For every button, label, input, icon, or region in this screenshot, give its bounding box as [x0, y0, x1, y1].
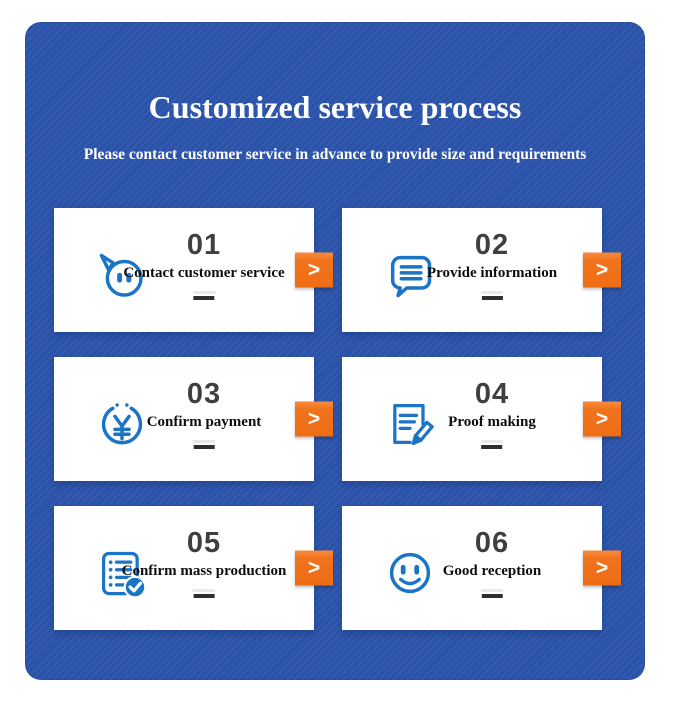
- dash-divider: [193, 296, 215, 301]
- ghost-dash: [193, 291, 215, 295]
- dash-divider: [193, 594, 215, 599]
- next-arrow-button[interactable]: >: [583, 401, 621, 437]
- next-arrow-button[interactable]: >: [295, 252, 333, 288]
- ghost-dash: [480, 291, 503, 295]
- message-bubble-icon: [384, 249, 436, 301]
- step-card-05: 05 Confirm mass production >: [54, 506, 333, 630]
- dash-divider: [481, 445, 503, 450]
- step-card-01: 01 Contact customer service >: [54, 208, 333, 332]
- next-arrow-button[interactable]: >: [295, 401, 333, 437]
- step-label: Confirm mass production: [121, 563, 287, 580]
- smiley-face-icon: [384, 547, 436, 599]
- dash-divider: [481, 594, 503, 599]
- step-label: Provide information: [426, 265, 558, 282]
- ghost-dash: [481, 440, 503, 444]
- step-card-06: 06 Good reception >: [342, 506, 621, 630]
- step-content: 02 Provide information: [426, 229, 558, 301]
- page-title: Customized service process: [148, 89, 522, 125]
- step-number: 05: [186, 527, 222, 559]
- step-number: 01: [186, 229, 222, 261]
- chat-face-icon: [96, 249, 148, 301]
- step-card-04: 04 Proof making >: [342, 357, 621, 481]
- yuan-coin-icon: [96, 398, 148, 450]
- step-label: Confirm payment: [146, 414, 262, 431]
- step-label: Good reception: [442, 563, 542, 580]
- step-number: 03: [186, 378, 222, 410]
- ghost-dash: [481, 589, 503, 593]
- step-number: 02: [474, 229, 510, 261]
- dash-divider: [481, 296, 503, 301]
- service-process-panel: Customized service process Please contac…: [25, 22, 645, 680]
- step-label: Proof making: [448, 414, 536, 431]
- next-arrow-button[interactable]: >: [583, 252, 621, 288]
- ghost-dash: [193, 589, 215, 593]
- step-card-02: 02 Provide information >: [342, 208, 621, 332]
- step-content: 06 Good reception: [442, 527, 542, 599]
- ghost-dash: [192, 440, 215, 444]
- step-content: 04 Proof making: [448, 378, 536, 450]
- next-arrow-button[interactable]: >: [583, 550, 621, 586]
- step-number: 06: [474, 527, 510, 559]
- page-subtitle: Please contact customer service in advan…: [83, 146, 587, 163]
- dash-divider: [193, 445, 215, 450]
- next-arrow-button[interactable]: >: [295, 550, 333, 586]
- step-content: 01 Contact customer service: [123, 229, 285, 301]
- step-content: 03 Confirm payment: [146, 378, 262, 450]
- step-label: Contact customer service: [123, 265, 285, 282]
- document-pencil-icon: [384, 398, 436, 450]
- step-card-03: 03 Confirm payment >: [54, 357, 333, 481]
- checklist-check-icon: [96, 547, 148, 599]
- step-number: 04: [474, 378, 510, 410]
- step-content: 05 Confirm mass production: [121, 527, 287, 599]
